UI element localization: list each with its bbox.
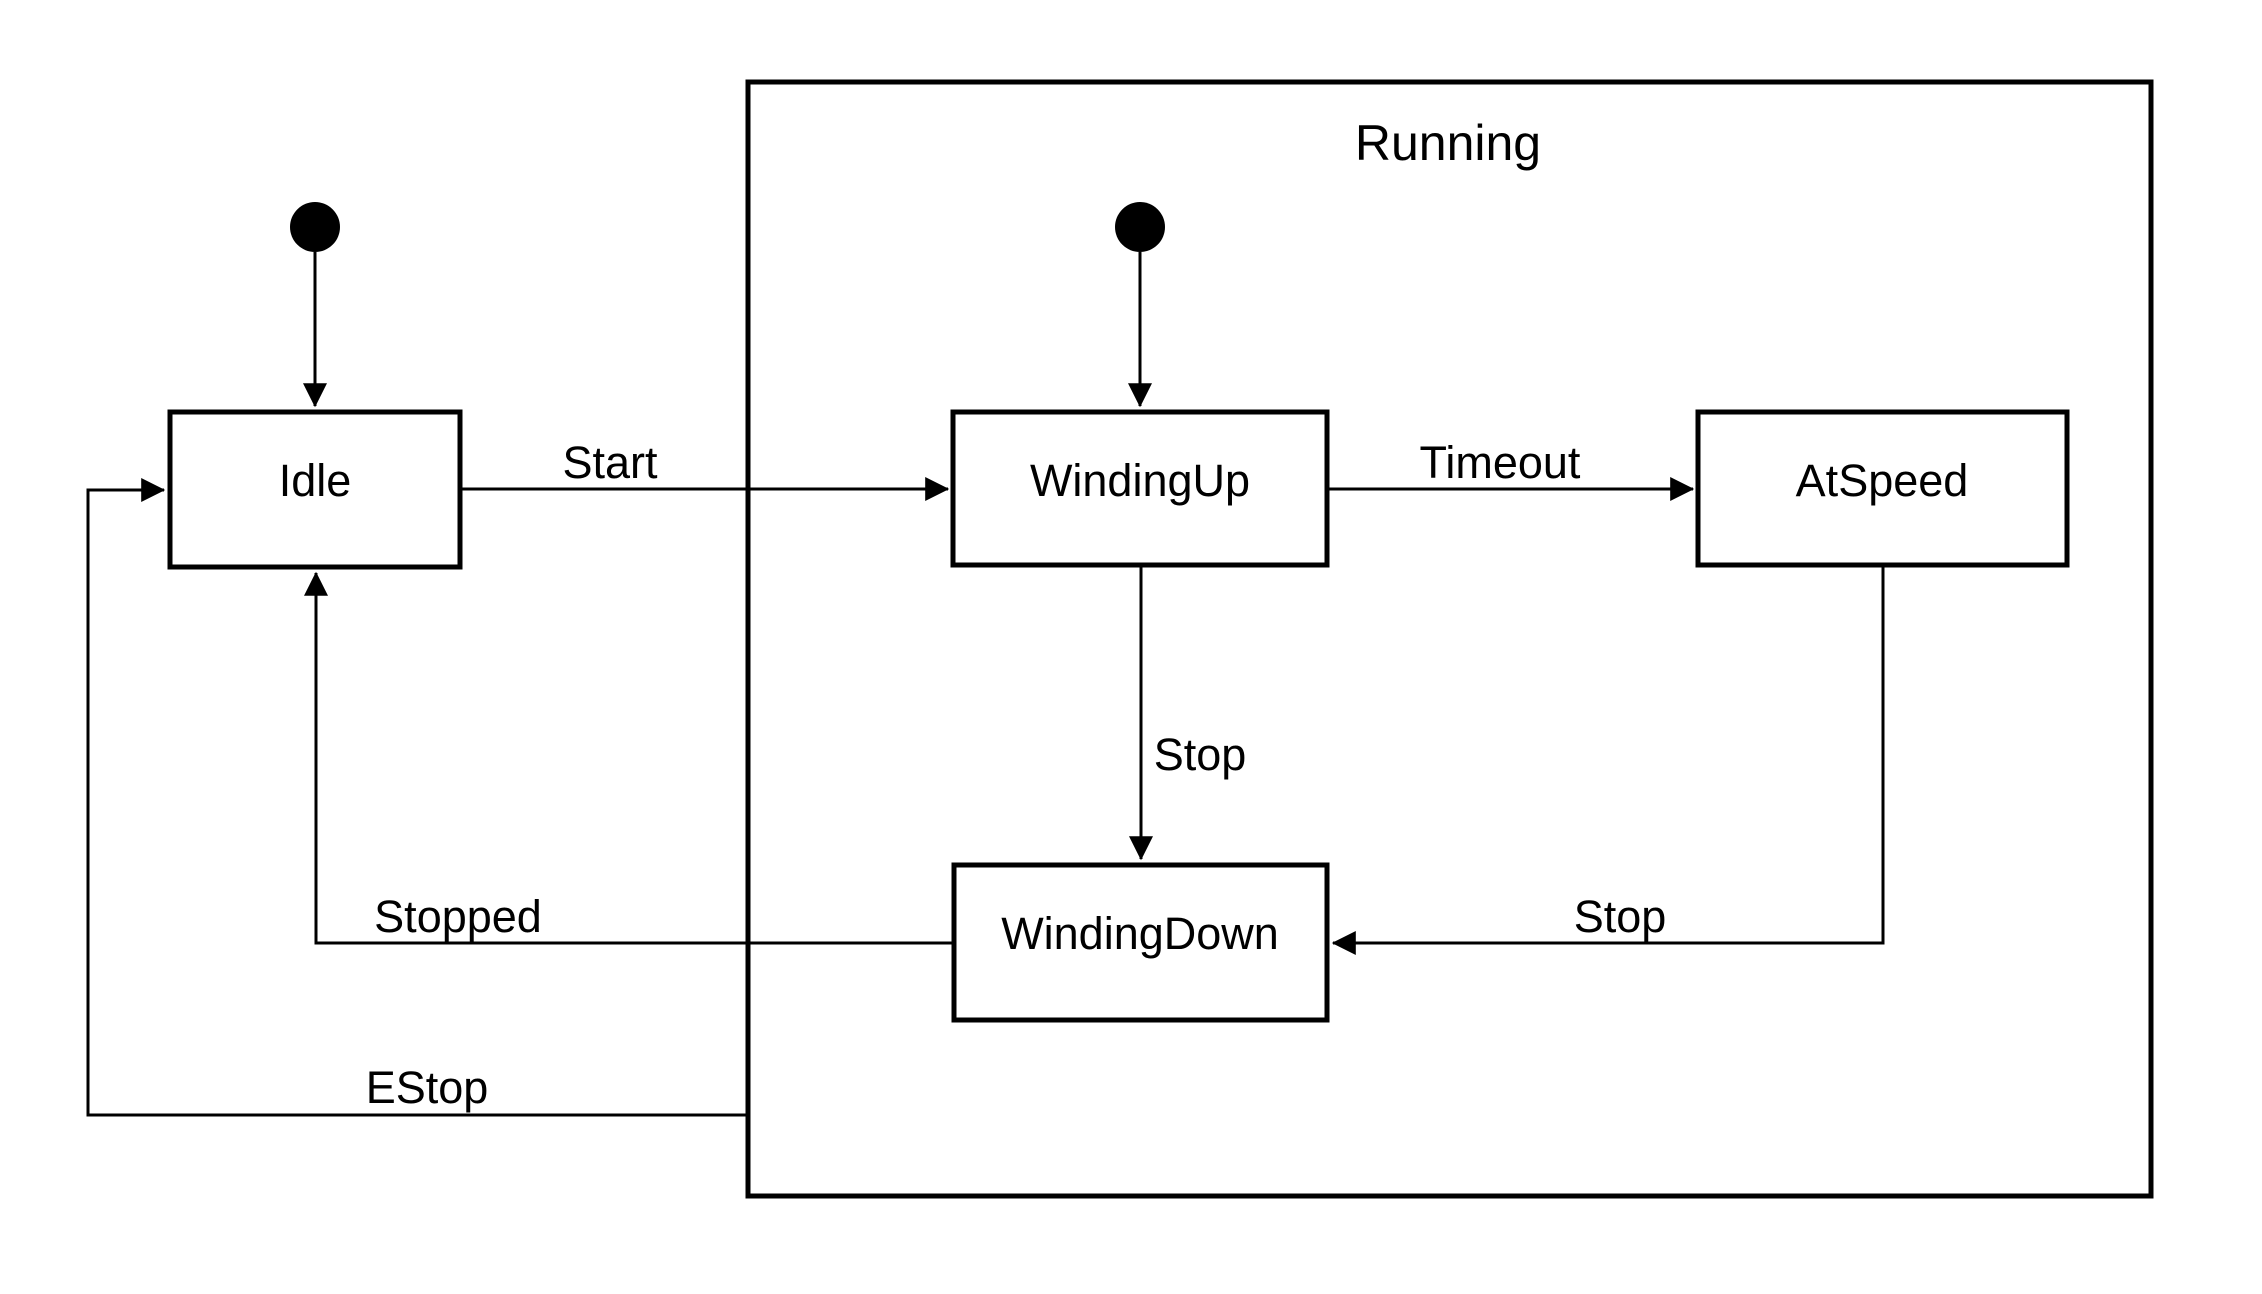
transition-start-label: Start	[562, 437, 658, 488]
state-winding-down	[951, 862, 1330, 1023]
transition-stop-windingup-label: Stop	[1154, 729, 1247, 780]
state-winding-up	[950, 409, 1330, 568]
transition-estop-label: EStop	[366, 1062, 489, 1113]
transition-stopped-arrow	[304, 571, 954, 945]
transition-timeout-label: Timeout	[1420, 437, 1581, 488]
state-winding-down-label: WindingDown	[1001, 908, 1279, 959]
transition-stop-atspeed-arrow	[1331, 565, 1885, 955]
composite-state-running	[745, 79, 2154, 1199]
state-idle	[167, 409, 463, 570]
state-at-speed	[1695, 409, 2070, 568]
transition-stopped-label: Stopped	[374, 891, 542, 942]
transition-estop-arrow	[86, 478, 748, 1117]
transition-stop-atspeed-label: Stop	[1574, 891, 1667, 942]
composite-state-running-label: Running	[1355, 115, 1541, 171]
initial-state-dot-main	[290, 202, 340, 252]
state-winding-up-label: WindingUp	[1030, 455, 1250, 506]
state-at-speed-label: AtSpeed	[1796, 455, 1969, 506]
state-idle-label: Idle	[279, 455, 352, 506]
initial-state-dot-running	[1115, 202, 1165, 252]
